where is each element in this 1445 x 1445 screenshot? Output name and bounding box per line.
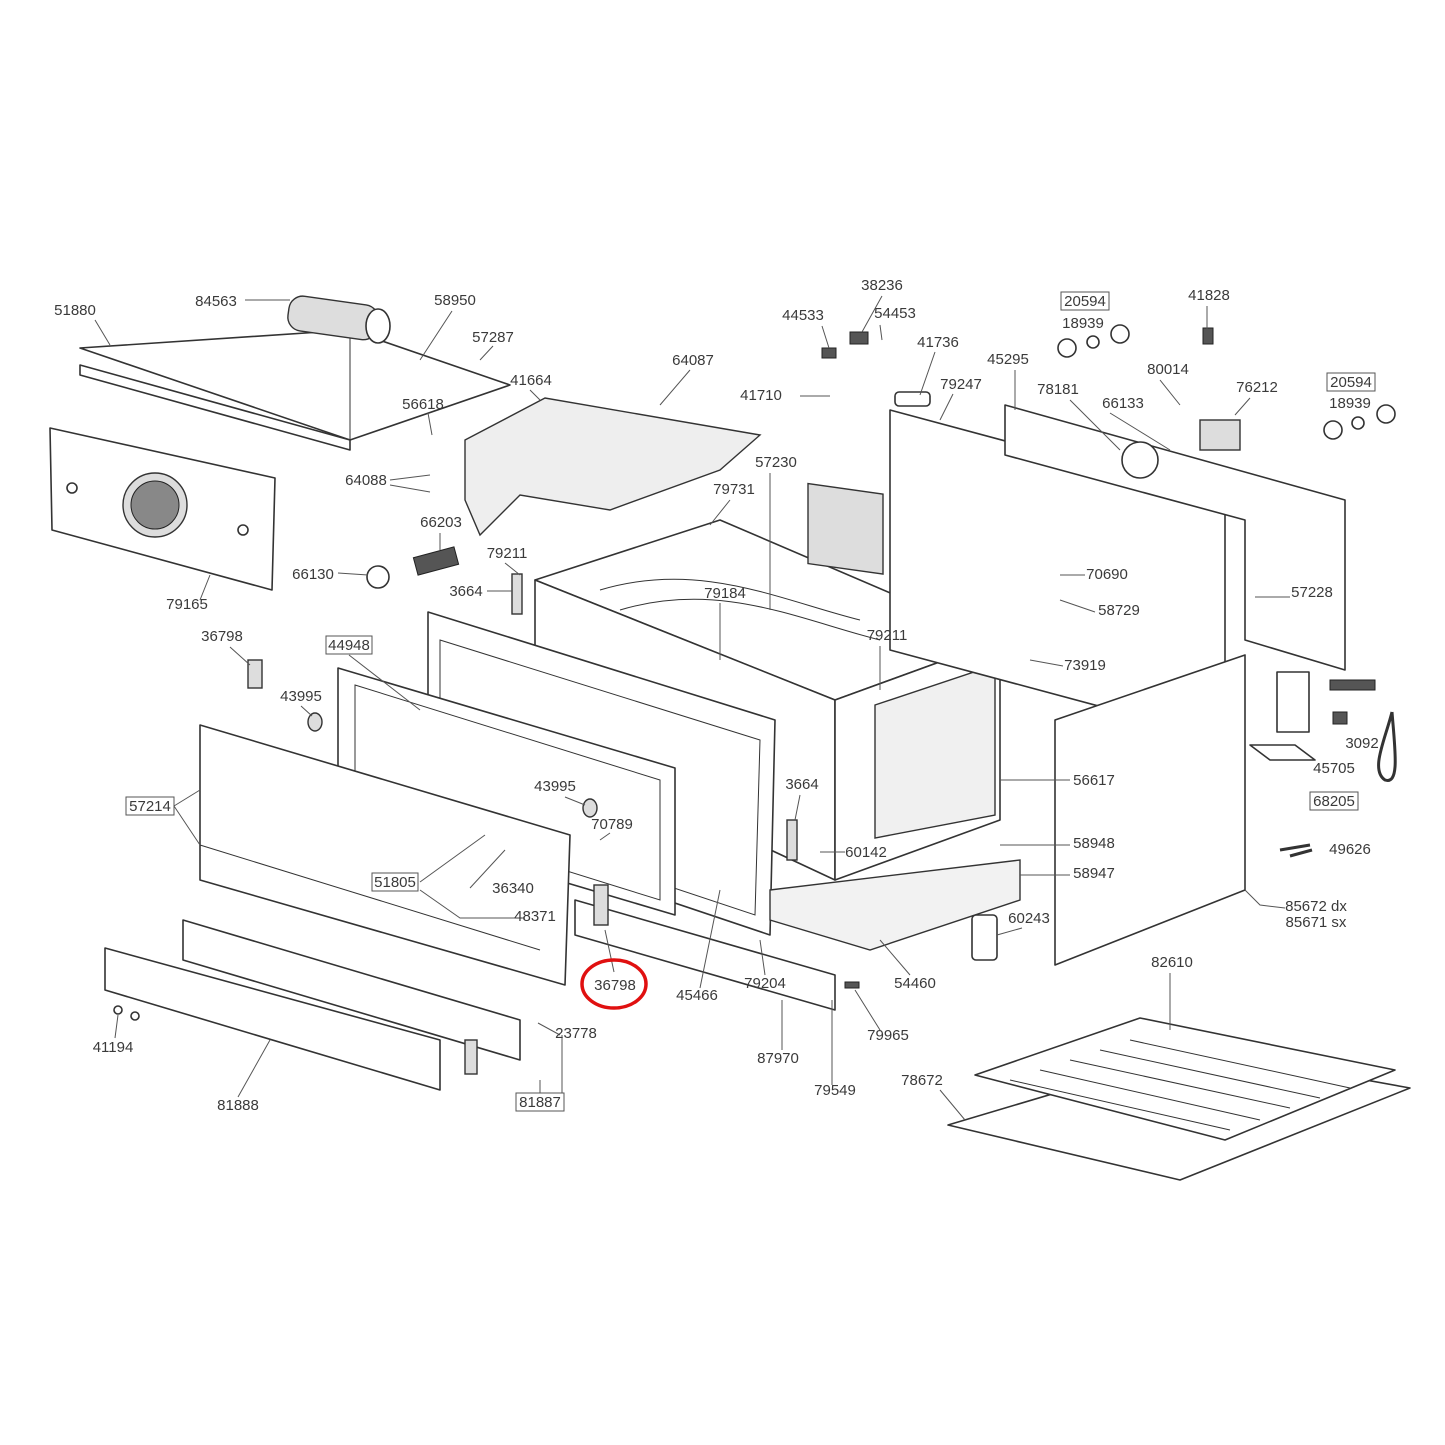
part-label[interactable]: 78672	[901, 1072, 943, 1089]
part-label[interactable]: 51805	[374, 874, 416, 891]
part-label[interactable]: 64088	[345, 472, 387, 489]
part-label[interactable]: 85671 sx	[1286, 914, 1347, 931]
part-label[interactable]: 66130	[292, 566, 334, 583]
part-label[interactable]: 81888	[217, 1097, 259, 1114]
part-label[interactable]: 18939	[1329, 395, 1371, 412]
part-label[interactable]: 36798	[201, 628, 243, 645]
part-label[interactable]: 85672 dx	[1285, 898, 1347, 915]
part-label[interactable]: 45705	[1313, 760, 1355, 777]
part-label[interactable]: 57230	[755, 454, 797, 471]
part-label[interactable]: 45466	[676, 987, 718, 1004]
part-label[interactable]: 79549	[814, 1082, 856, 1099]
part-label[interactable]: 64087	[672, 352, 714, 369]
part-label[interactable]: 79165	[166, 596, 208, 613]
part-label[interactable]: 41828	[1188, 287, 1230, 304]
part-label[interactable]: 79211	[487, 545, 528, 562]
part-label[interactable]: 79184	[704, 585, 746, 602]
part-label[interactable]: 78181	[1037, 381, 1079, 398]
insulation-top	[464, 397, 762, 537]
part-label[interactable]: 57287	[472, 329, 514, 346]
part-label[interactable]: 20594	[1064, 293, 1106, 310]
part-label[interactable]: 66133	[1102, 395, 1144, 412]
part-label[interactable]: 20594	[1330, 374, 1372, 391]
highlight-circle	[580, 958, 648, 1010]
part-label[interactable]: 79965	[867, 1027, 909, 1044]
part-label[interactable]: 41194	[93, 1039, 134, 1056]
top-cover-panel	[79, 329, 511, 451]
part-label[interactable]: 60243	[1008, 910, 1050, 927]
part-label[interactable]: 68205	[1313, 793, 1355, 810]
part-label[interactable]: 87970	[757, 1050, 799, 1067]
part-label[interactable]: 70690	[1086, 566, 1128, 583]
part-label[interactable]: 41736	[917, 334, 959, 351]
part-label[interactable]: 43995	[280, 688, 322, 705]
part-label[interactable]: 66203	[420, 514, 462, 531]
part-label[interactable]: 48371	[514, 908, 556, 925]
part-label[interactable]: 73919	[1064, 657, 1106, 674]
part-label[interactable]: 79247	[940, 376, 982, 393]
part-label[interactable]: 58947	[1073, 865, 1115, 882]
part-label[interactable]: 23778	[555, 1025, 597, 1042]
bottom-insulation	[769, 859, 1021, 961]
part-label[interactable]: 81887	[519, 1094, 561, 1111]
part-label[interactable]: 41710	[740, 387, 782, 404]
part-label[interactable]: 49626	[1329, 841, 1371, 858]
part-label[interactable]: 56618	[402, 396, 444, 413]
part-label[interactable]: 79211	[867, 627, 908, 644]
part-label[interactable]: 45295	[987, 351, 1029, 368]
part-label[interactable]: 54453	[874, 305, 916, 322]
part-label[interactable]: 76212	[1236, 379, 1278, 396]
part-label[interactable]: 3664	[449, 583, 482, 600]
part-label[interactable]: 56617	[1073, 772, 1115, 789]
hinge-parts	[247, 573, 798, 1075]
tangential-fan	[287, 295, 391, 344]
part-label[interactable]: 58948	[1073, 835, 1115, 852]
part-label[interactable]: 41664	[510, 372, 552, 389]
part-label[interactable]: 3664	[785, 776, 818, 793]
part-label[interactable]: 54460	[894, 975, 936, 992]
back-panel-with-fan	[889, 404, 1346, 741]
part-label[interactable]: 44533	[782, 307, 824, 324]
part-label[interactable]: 57228	[1291, 584, 1333, 601]
part-labels: 51880 84563 58950 57287 64087 41664 5661…	[54, 277, 1379, 1114]
part-label[interactable]: 51880	[54, 302, 96, 319]
label-boxes	[125, 291, 1376, 1112]
highlighted-part-label[interactable]: 36798	[594, 977, 636, 994]
part-label[interactable]: 80014	[1147, 361, 1189, 378]
wire-rack-and-tray	[947, 1017, 1411, 1181]
part-label[interactable]: 43995	[534, 778, 576, 795]
part-label[interactable]: 58729	[1098, 602, 1140, 619]
part-label[interactable]: 36340	[492, 880, 534, 897]
control-panel-back	[49, 427, 276, 591]
part-label[interactable]: 79204	[744, 975, 786, 992]
part-label[interactable]: 18939	[1062, 315, 1104, 332]
part-label[interactable]: 58950	[434, 292, 476, 309]
part-label[interactable]: 57214	[129, 798, 171, 815]
misc-small-parts	[113, 324, 1397, 1021]
outer-door-glass	[199, 724, 571, 986]
knob-and-switch	[366, 546, 460, 589]
part-label[interactable]: 60142	[845, 844, 887, 861]
part-label[interactable]: 70789	[591, 816, 633, 833]
part-label[interactable]: 79731	[713, 481, 755, 498]
part-label[interactable]: 38236	[861, 277, 903, 294]
door-bottom-trim	[104, 899, 836, 1091]
part-label[interactable]: 82610	[1151, 954, 1193, 971]
part-label[interactable]: 3092	[1345, 735, 1378, 752]
part-label[interactable]: 84563	[195, 293, 237, 310]
part-label[interactable]: 44948	[328, 637, 370, 654]
